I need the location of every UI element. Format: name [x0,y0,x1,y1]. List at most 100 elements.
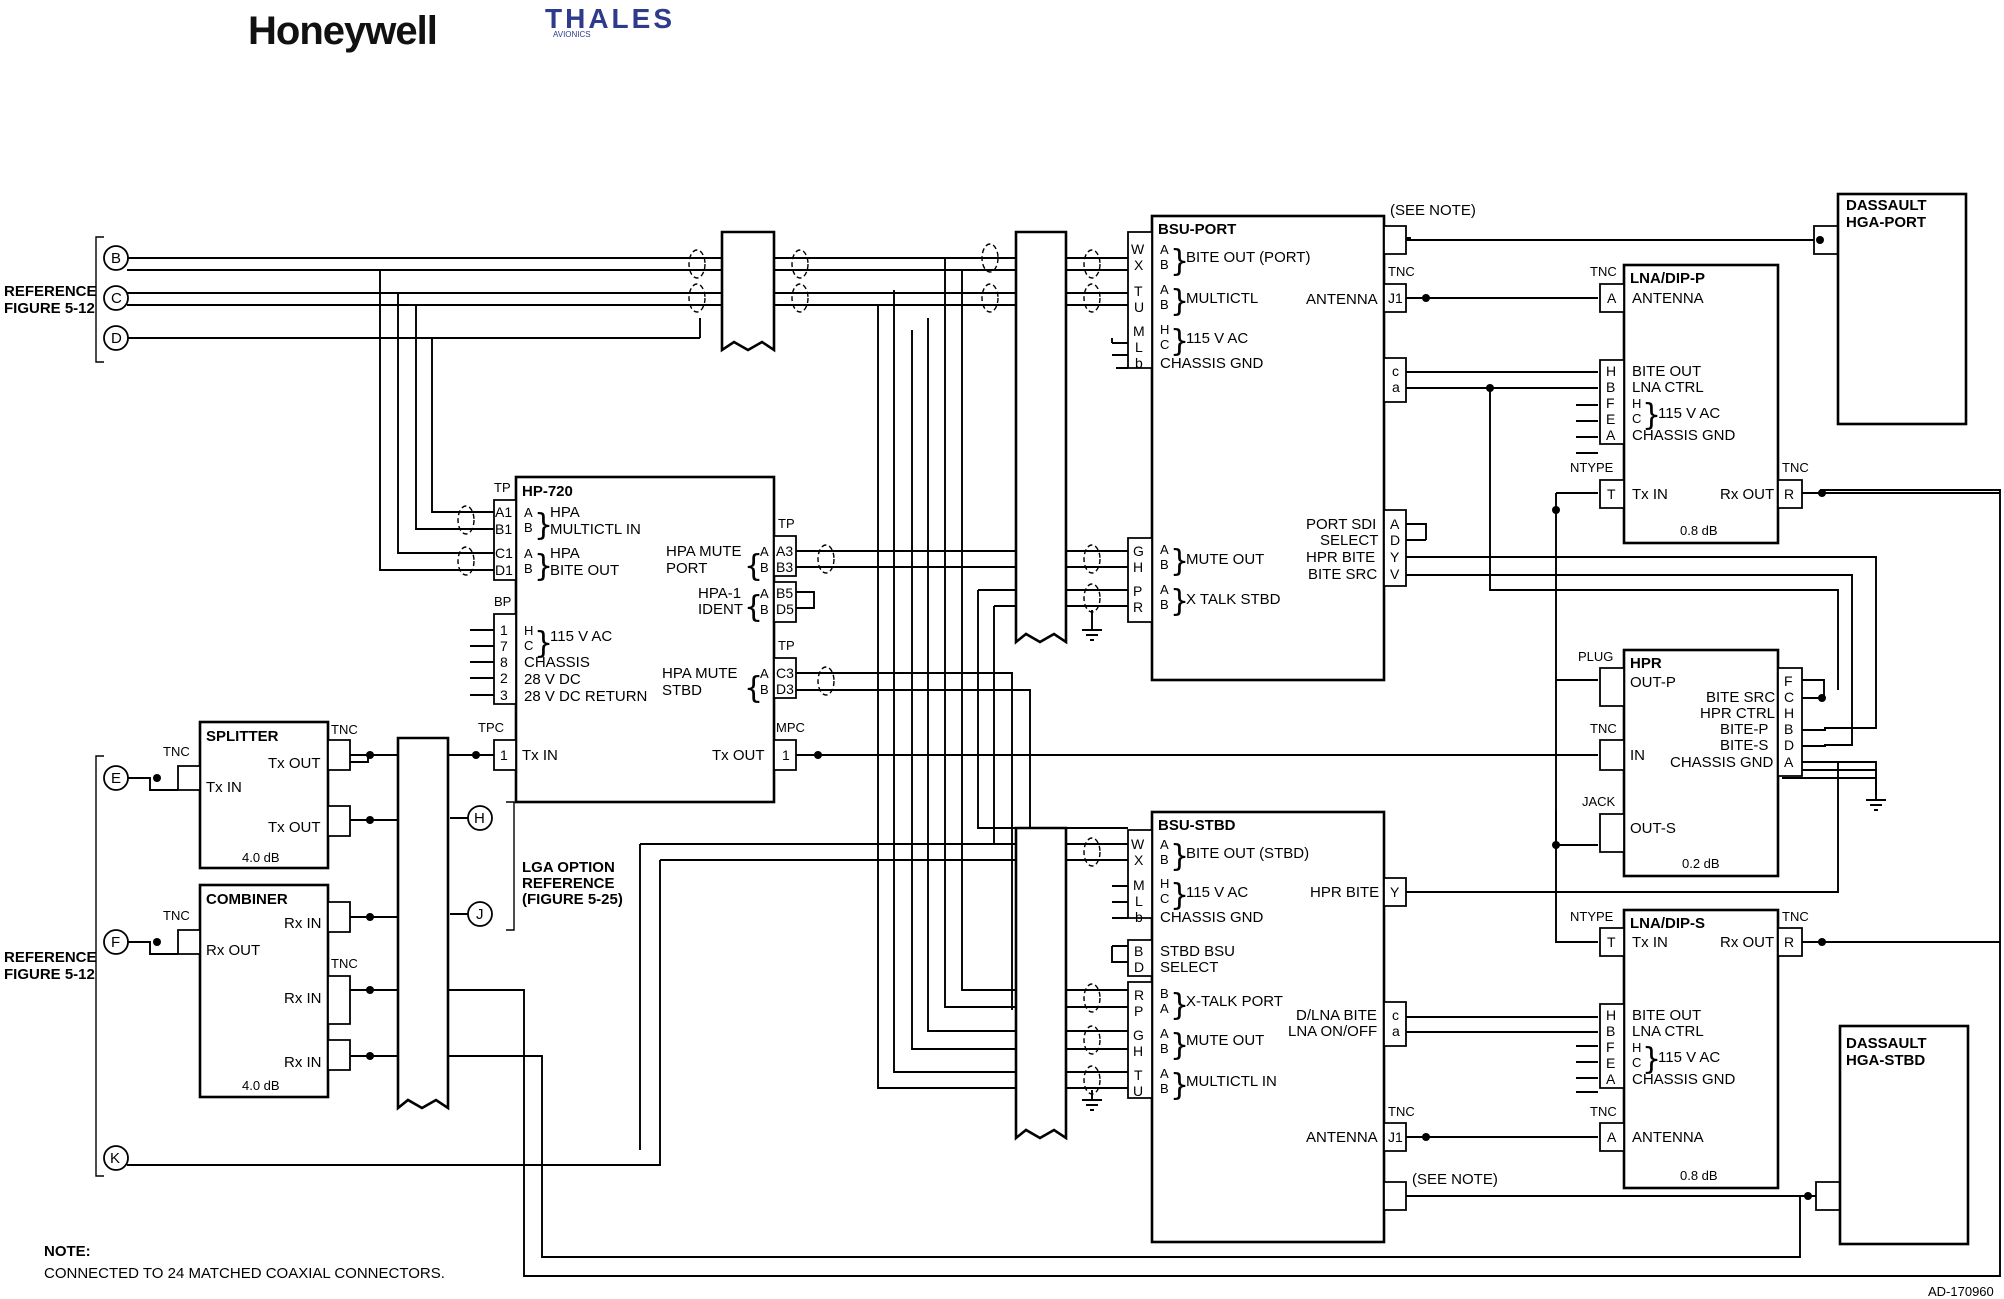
svg-text:CHASSIS GND: CHASSIS GND [1670,754,1774,771]
svg-text:B: B [1160,1041,1169,1056]
svg-text:R: R [1133,599,1143,615]
svg-text:HPR BITE: HPR BITE [1310,884,1379,901]
svg-text:TNC: TNC [331,722,358,737]
svg-text:115 V AC: 115 V AC [1186,884,1248,901]
svg-text:Rx IN: Rx IN [284,1054,322,1071]
hga-port-block: DASSAULT HGA-PORT [1813,192,1968,426]
ref-e: E [111,770,121,787]
bundle-lga [396,736,450,1111]
svg-text:C: C [1784,689,1794,705]
svg-text:R: R [1784,486,1794,502]
svg-text:T: T [1607,934,1616,950]
lna-dip-p-block: LNA/DIP-P TNC A ANTENNA H B F E A BITE O… [1570,263,1809,545]
svg-text:SELECT: SELECT [1320,532,1378,549]
svg-text:H: H [1606,363,1616,379]
svg-text:BITE SRC: BITE SRC [1308,566,1377,583]
svg-text:}: } [1170,988,1189,1023]
svg-text:PORT SDI: PORT SDI [1306,516,1376,533]
svg-text:}: } [534,549,553,584]
svg-text:Rx OUT: Rx OUT [1720,934,1774,951]
svg-text:b: b [1135,909,1143,925]
svg-text:Tx IN: Tx IN [1632,934,1668,951]
svg-text:C1: C1 [495,545,513,561]
svg-text:BITE OUT (STBD): BITE OUT (STBD) [1186,845,1309,862]
svg-text:BITE SRC: BITE SRC [1706,689,1775,706]
svg-text:H: H [524,623,533,638]
svg-text:CHASSIS: CHASSIS [524,654,590,671]
svg-text:}: } [1642,398,1661,433]
svg-text:L: L [1135,339,1143,355]
svg-text:A: A [760,586,769,601]
svg-text:B5: B5 [776,585,793,601]
svg-text:B: B [1160,986,1169,1001]
svg-text:X: X [1134,852,1144,868]
svg-text:A: A [524,505,533,520]
svg-text:A: A [1160,1066,1169,1081]
svg-text:28 V DC: 28 V DC [524,671,581,688]
svg-text:B: B [1160,1081,1169,1096]
svg-text:G: G [1133,543,1144,559]
svg-text:TNC: TNC [1590,1104,1617,1119]
svg-text:B: B [1784,721,1793,737]
svg-text:c: c [1392,1007,1399,1023]
cable-bundles [396,230,1101,1141]
svg-text:}: } [1170,584,1189,619]
svg-text:}: } [1170,1068,1189,1103]
svg-text:B3: B3 [776,559,793,575]
hpr-block: HPR PLUG OUT-P TNC IN JACK OUT-S F C H B… [1578,648,1803,878]
svg-text:D: D [1784,737,1794,753]
svg-text:STBD BSU: STBD BSU [1160,943,1235,960]
reference-label-2: REFERENCE [4,949,97,966]
svg-text:LNA CTRL: LNA CTRL [1632,1023,1704,1040]
svg-text:8: 8 [500,654,508,670]
svg-text:A: A [760,544,769,559]
svg-text:(SEE NOTE): (SEE NOTE) [1390,202,1476,219]
svg-text:0.8 dB: 0.8 dB [1680,523,1718,538]
svg-text:LGA OPTION: LGA OPTION [522,859,615,876]
svg-text:B: B [1160,852,1169,867]
svg-text:HPA: HPA [550,545,580,562]
svg-text:}: } [534,626,553,661]
svg-text:}: } [1170,244,1189,279]
svg-text:ANTENNA: ANTENNA [1306,1129,1378,1146]
splitter-block: SPLITTER TNC TNC Tx IN Tx OUT Tx OUT 4.0… [163,720,358,870]
note-text: CONNECTED TO 24 MATCHED COAXIAL CONNECTO… [44,1265,445,1282]
svg-text:A: A [1606,1071,1616,1087]
svg-text:H: H [1133,559,1143,575]
svg-text:B: B [1606,379,1615,395]
svg-text:MULTICTL IN: MULTICTL IN [1186,1073,1277,1090]
svg-text:BITE-P: BITE-P [1720,721,1768,738]
svg-text:B: B [760,560,769,575]
svg-text:LNA CTRL: LNA CTRL [1632,379,1704,396]
svg-text:V: V [1390,566,1400,582]
svg-text:A1: A1 [495,504,512,520]
svg-text:H: H [1632,1040,1641,1055]
svg-text:TNC: TNC [163,744,190,759]
svg-text:}: } [1170,324,1189,359]
svg-text:T: T [1134,283,1143,299]
bsu-port-title: BSU-PORT [1158,221,1236,238]
svg-text:H: H [1160,322,1169,337]
svg-text:W: W [1131,836,1145,852]
svg-text:BITE OUT: BITE OUT [1632,1007,1701,1024]
svg-text:HPR CTRL: HPR CTRL [1700,705,1775,722]
svg-text:B: B [524,520,533,535]
svg-text:A: A [1160,582,1169,597]
svg-text:Tx OUT: Tx OUT [712,747,765,764]
svg-text:A3: A3 [776,543,793,559]
svg-text:C: C [524,638,533,653]
svg-text:R: R [1784,934,1794,950]
svg-text:B: B [1160,257,1169,272]
svg-text:(SEE NOTE): (SEE NOTE) [1412,1171,1498,1188]
left-references: REFERENCE FIGURE 5-12 B C D REFERENCE FI… [4,236,129,1177]
svg-text:0.8 dB: 0.8 dB [1680,1168,1718,1183]
svg-text:H: H [1133,1043,1143,1059]
svg-text:28 V DC RETURN: 28 V DC RETURN [524,688,647,705]
svg-text:Tx IN: Tx IN [206,779,242,796]
svg-text:A: A [1607,290,1617,306]
svg-text:C: C [1160,891,1169,906]
svg-text:1: 1 [500,747,508,763]
svg-text:REFERENCE: REFERENCE [522,875,615,892]
svg-text:Rx OUT: Rx OUT [206,942,260,959]
svg-text:DASSAULT: DASSAULT [1846,1035,1927,1052]
